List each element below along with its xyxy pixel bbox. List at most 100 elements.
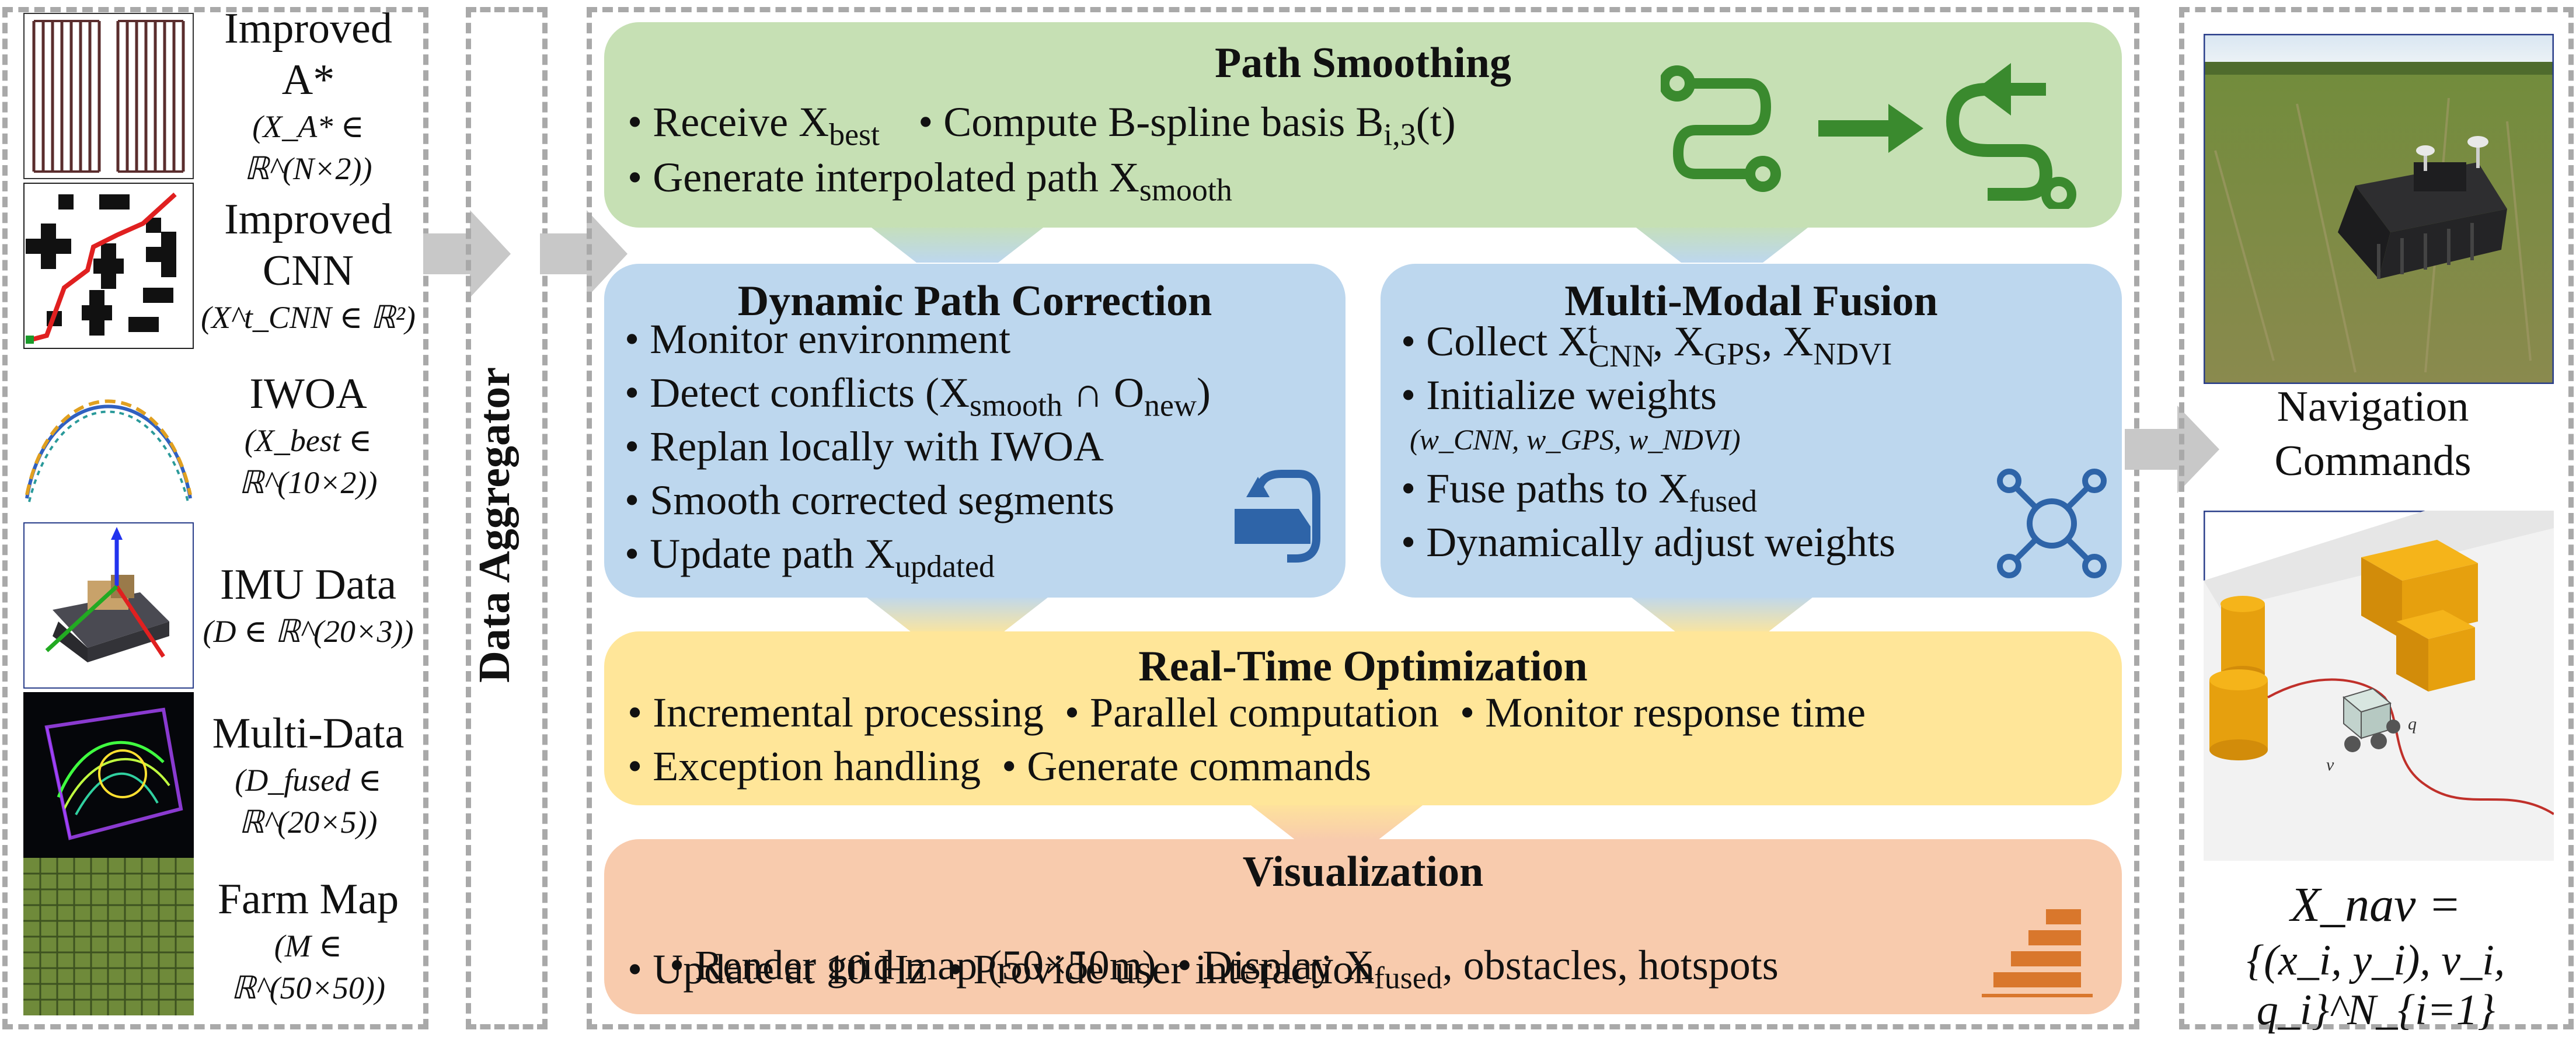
fusion-gps-sub: GPS — [1704, 336, 1762, 372]
astar-thumbnail — [23, 13, 194, 179]
astar-title-1: Improved — [224, 4, 392, 53]
dc-item-monitor: • Monitor environment — [625, 316, 1011, 362]
fusion-collect-rest: , X — [1653, 318, 1704, 365]
cnn-label: Improved CNN (X^t_CNN ∈ ℝ²) — [194, 183, 423, 349]
network-hub-icon — [1997, 469, 2107, 578]
ps-compute-tail: (t) — [1416, 99, 1456, 145]
iwoa-label: IWOA (X_best ∈ ℝ^(10×2)) — [194, 352, 423, 519]
visualization-title: Visualization — [1242, 848, 1484, 896]
fusion-weights: (w_CNN, w_GPS, w_NDVI) — [1410, 423, 1741, 456]
realtime-line2: • Exception handling • Generate commands — [628, 743, 1372, 790]
ps-receive-text: • Receive X — [628, 99, 829, 145]
multi-data-image — [23, 692, 194, 858]
ps-compute-sub: i,3 — [1383, 117, 1416, 152]
smooth-path-arrowhead — [1976, 63, 2011, 116]
input-iwoa: IWOA (X_best ∈ ℝ^(10×2)) — [13, 352, 421, 519]
cnn-sub: (X^t_CNN ∈ ℝ²) — [201, 299, 416, 335]
astar-title-2: A* — [281, 55, 335, 104]
connectors — [864, 222, 1815, 840]
zigzag-path-icon — [1661, 65, 1781, 192]
multi-sub: (D_fused ∈ ℝ^(20×5)) — [235, 762, 382, 840]
ps-generate-text: • Generate interpolated path X — [628, 154, 1139, 201]
iwoa-curve-image — [23, 352, 194, 519]
realtime-title: Real-Time Optimization — [1138, 643, 1588, 690]
input-improved-astar: Improved A* (X_A* ∈ ℝ^(N×2)) — [13, 5, 423, 186]
dc-update-text: • Update path X — [625, 530, 895, 577]
dc-detect-text: • Detect conflicts (X — [625, 369, 970, 416]
aggregator-panel — [466, 7, 548, 1029]
reroute-icon — [1235, 470, 1320, 563]
input-imu: IMU Data (D ∈ ℝ^(20×3)) — [13, 522, 421, 689]
cnn-title-1: Improved — [224, 195, 392, 243]
aggregator-label: Data Aggregator — [470, 366, 519, 683]
astar-sub: (X_A* ∈ ℝ^(N×2)) — [244, 109, 372, 186]
right-arrow-icon — [1818, 104, 1923, 153]
dc-item-detect: • Detect conflicts (Xsmooth ∩ Onew) — [625, 369, 1211, 423]
fusion-adjust: • Dynamically adjust weights — [1401, 519, 1896, 565]
iwoa-title: IWOA — [249, 369, 367, 418]
realtime-line1: • Incremental processing • Parallel comp… — [628, 689, 1866, 736]
multi-thumbnail — [23, 692, 194, 858]
simulation-render: v q — [2204, 511, 2554, 861]
viz-line1-tail: , obstacles, hotspots — [1442, 942, 1779, 989]
iwoa-thumbnail — [23, 352, 194, 519]
nav-commands-line1: Navigation — [2277, 383, 2469, 431]
xnav-formula-line2: {(x_i, y_i), v_i, q_i}^N_{i=1} — [2246, 937, 2505, 1034]
fusion-fuse-sub: fused — [1689, 483, 1758, 519]
astar-label: Improved A* (X_A* ∈ ℝ^(N×2)) — [194, 5, 423, 186]
cnn-thumbnail — [23, 183, 194, 349]
dc-detect-sub1: smooth — [969, 387, 1063, 423]
dc-detect-tail: ) — [1196, 369, 1211, 416]
robot-field-photo — [2204, 34, 2554, 384]
viz-line1-text: • Render grid map (50×50m) • Display X — [670, 942, 1374, 989]
farm-map-image — [23, 858, 194, 1015]
fusion-ndvi-sub: NDVI — [1813, 336, 1892, 372]
multi-title: Multi-Data — [212, 709, 405, 757]
viz-line1: • Render grid map (50×50m) • Display Xfu… — [628, 893, 1779, 1044]
nav-commands-line2: Commands — [2274, 437, 2472, 485]
output-panel — [2179, 7, 2574, 1029]
path-smoothing-box: Path Smoothing • Receive Xbest • Compute… — [604, 22, 2122, 228]
fusion-init: • Initialize weights — [1401, 372, 1717, 418]
arrow-aggregator-to-center — [540, 210, 628, 298]
sim-label-q: q — [2408, 714, 2417, 734]
fusion-fuse-text: • Fuse paths to X — [1401, 465, 1689, 512]
ps-compute-text: • Compute B-spline basis B — [918, 99, 1384, 145]
bar-steps-icon — [1982, 909, 2093, 997]
ps-receive-sub: best — [829, 117, 880, 152]
dc-detect-mid: ∩ O — [1062, 369, 1145, 416]
ps-generate: • Generate interpolated path Xsmooth — [628, 153, 1232, 208]
input-multi-data: Multi-Data (D_fused ∈ ℝ^(20×5)) — [13, 692, 421, 858]
multi-label: Multi-Data (D_fused ∈ ℝ^(20×5)) — [194, 692, 423, 858]
fusion-collect-rest2: , X — [1762, 318, 1814, 365]
dc-item-smooth: • Smooth corrected segments — [625, 477, 1115, 523]
astar-grid-image — [23, 13, 194, 179]
ps-receive: • Receive Xbest • Compute B-spline basis… — [628, 98, 1456, 152]
imu-label: IMU Data (D ∈ ℝ^(20×3)) — [194, 522, 423, 689]
smooth-path-icon — [1946, 83, 2076, 209]
xnav-formula-line1: X_nav = — [2290, 878, 2462, 932]
viz-line1-sub: fused — [1374, 960, 1442, 996]
dc-update-sub: updated — [895, 549, 995, 584]
fusion-title: Multi-Modal Fusion — [1564, 277, 1938, 325]
cnn-grid-image — [23, 183, 194, 349]
realtime-optimization-box: Real-Time Optimization • Incremental pro… — [604, 631, 2122, 805]
input-panel — [2, 7, 428, 1029]
sim-label-v: v — [2326, 755, 2334, 774]
farm-sub: (M ∈ ℝ^(50×50)) — [231, 928, 385, 1005]
fusion-fuse: • Fuse paths to Xfused — [1401, 465, 1757, 519]
arrow-center-to-output — [2125, 406, 2219, 493]
dynamic-correction-title: Dynamic Path Correction — [737, 277, 1212, 325]
path-smoothing-title: Path Smoothing — [1215, 39, 1511, 87]
imu-title: IMU Data — [219, 560, 397, 609]
viz-line2: • Update at 10 Hz • Provide user interac… — [628, 946, 1375, 993]
center-panel — [587, 7, 2139, 1029]
dynamic-correction-box: Dynamic Path Correction • Monitor enviro… — [604, 264, 1345, 598]
farm-thumbnail — [23, 858, 194, 1024]
cnn-title-2: CNN — [262, 246, 354, 295]
fusion-collect-sup: t — [1588, 315, 1598, 350]
input-improved-cnn: Improved CNN (X^t_CNN ∈ ℝ²) — [13, 183, 421, 349]
ps-generate-sub: smooth — [1139, 172, 1232, 208]
